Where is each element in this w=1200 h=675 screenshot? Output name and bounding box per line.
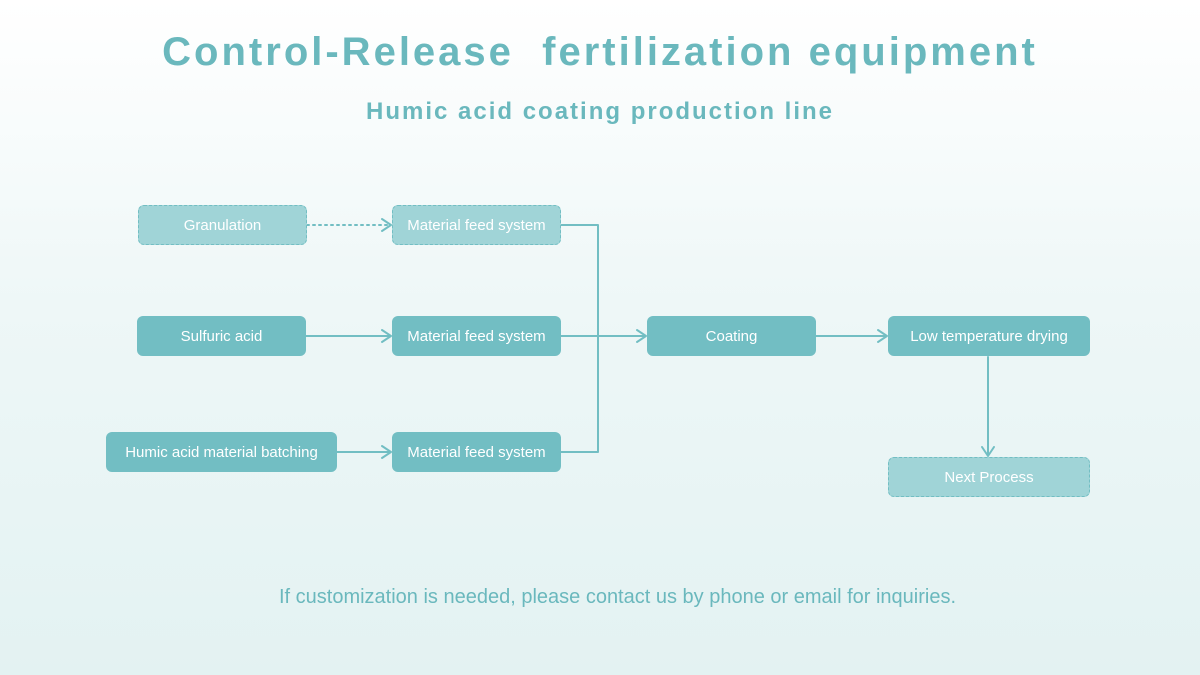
arrowhead-feed-2 xyxy=(381,329,392,343)
node-next-process: Next Process xyxy=(888,457,1090,497)
diagram-title: Control-Release fertilization equipment xyxy=(162,30,1038,74)
node-humic-batching: Humic acid material batching xyxy=(106,432,337,472)
arrowhead-next xyxy=(981,446,995,457)
node-material-feed-2: Material feed system xyxy=(392,316,561,356)
arrowhead-drying xyxy=(877,329,888,343)
node-low-temp-drying: Low temperature drying xyxy=(888,316,1090,356)
contact-note: If customization is needed, please conta… xyxy=(278,586,957,608)
node-material-feed-3: Material feed system xyxy=(392,432,561,472)
node-coating: Coating xyxy=(647,316,816,356)
edge-feed-1-to-bus xyxy=(560,224,599,453)
node-sulfuric-acid: Sulfuric acid xyxy=(137,316,306,356)
node-material-feed-1: Material feed system xyxy=(392,205,561,245)
arrowhead-feed-3 xyxy=(381,445,392,459)
arrowhead-coating xyxy=(636,329,647,343)
diagram-subtitle: Humic acid coating production line xyxy=(365,98,835,125)
node-granulation: Granulation xyxy=(138,205,307,245)
arrowhead-feed-1 xyxy=(381,218,392,232)
